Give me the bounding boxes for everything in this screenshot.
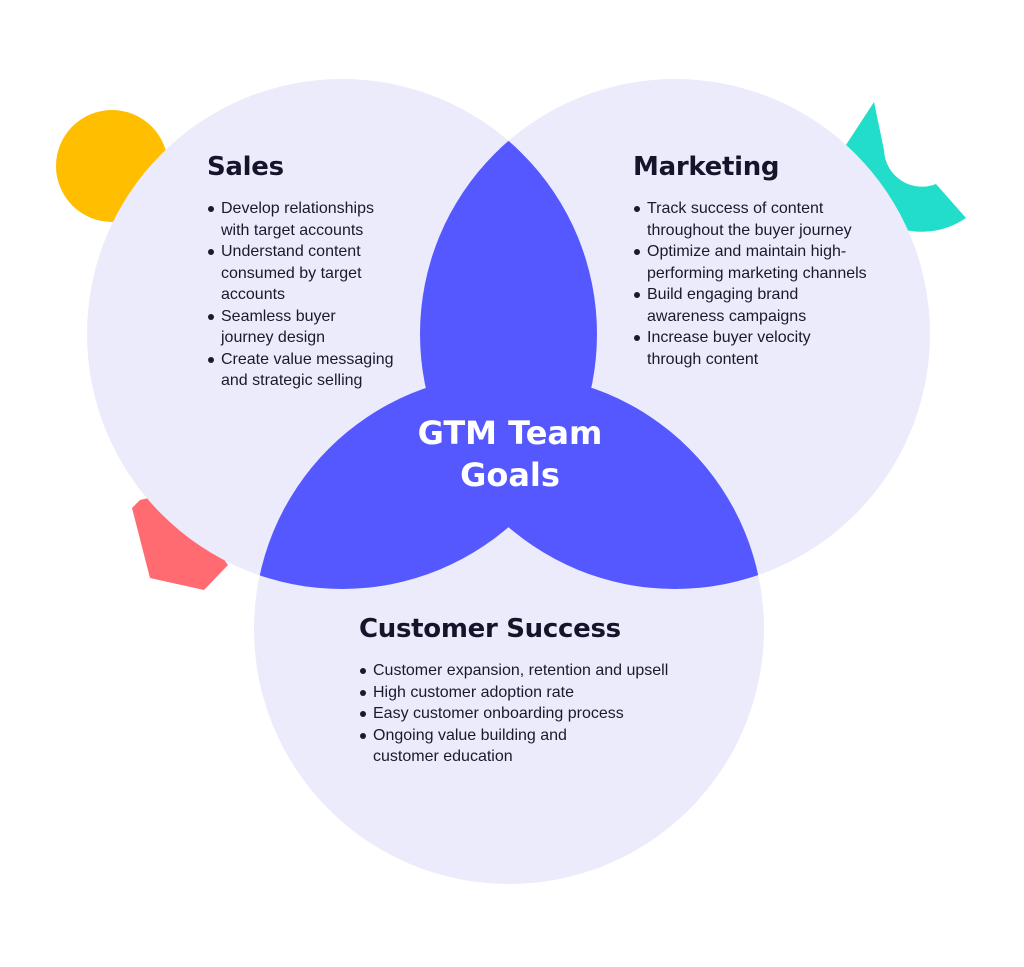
overlap-marketing-customer-success [420,374,764,589]
marketing-heading: Marketing [633,152,780,182]
goal-item: High customer adoption rate [359,682,719,704]
overlap-sales-customer-success [254,374,597,589]
customer-success-section: Customer Success Customer expansion, ret… [359,614,719,768]
sales-heading: Sales [207,152,284,182]
coral-accent-hexagon [132,492,228,590]
center-label-line-2: Goals [460,456,560,494]
center-label: GTM Team Goals [380,412,640,496]
customer-success-goal-list: Customer expansion, retention and upsell… [359,660,719,768]
customer-success-heading: Customer Success [359,614,621,644]
goal-item: Customer expansion, retention and upsell [359,660,719,682]
center-label-line-1: GTM Team [417,414,603,452]
goal-item: Easy customer onboarding process [359,703,719,725]
goal-item: Optimize and maintain high-performing ma… [633,241,913,284]
